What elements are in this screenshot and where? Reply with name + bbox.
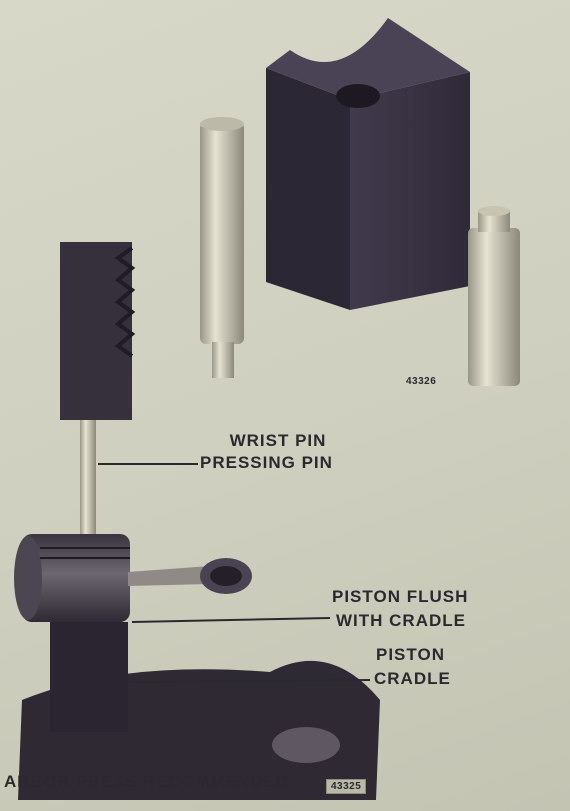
piston-cradle-label-line2: CRADLE — [374, 669, 451, 688]
pressing-pin-label: PRESSING PIN — [200, 453, 333, 472]
cradle-column — [50, 622, 128, 732]
long-pin — [200, 117, 244, 378]
cradle-block — [266, 18, 470, 310]
figure-number-upper: 43326 — [406, 376, 437, 387]
wrist-pin-label-line1: WRIST PIN — [229, 431, 327, 450]
piston-flush-label-line2: WITH CRADLE — [336, 611, 466, 630]
piston — [14, 534, 130, 622]
short-pin — [468, 206, 520, 386]
figure-caption: ARBOR PRESS RECOMMENDED — [4, 772, 289, 791]
piston-cradle-label-line1: PISTON — [376, 645, 445, 664]
leader-lines — [98, 463, 371, 683]
connecting-rod — [128, 558, 252, 594]
figure-number-lower: 43325 — [326, 779, 367, 794]
wrist-pin-label: WRIST PIN — [220, 430, 336, 452]
piston-flush-label-line1: PISTON FLUSH — [332, 587, 469, 606]
pressing-pin — [80, 420, 96, 540]
press-rack — [60, 242, 136, 420]
